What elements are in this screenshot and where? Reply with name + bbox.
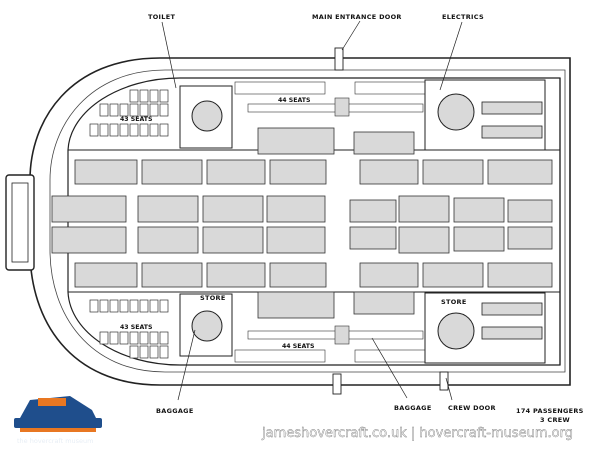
seats-44-bottom-label: 44 SEATS [282, 343, 314, 350]
seat-block-43-top [89, 89, 169, 137]
main-entrance-door-marker [334, 47, 344, 71]
seat-block-upper-row-1 [74, 159, 553, 185]
toilet-label: TOILET [148, 13, 175, 21]
watermark-text: jameshovercraft.co.uk | hovercraft-museu… [261, 426, 573, 441]
centre-panel-bottom-right [353, 291, 415, 315]
bow-door [5, 174, 35, 271]
seats-43-bottom-label: 43 SEATS [120, 324, 152, 331]
toilet-compartment [179, 85, 233, 149]
crew-capacity-label: 3 CREW [540, 416, 570, 424]
crew-door-label: CREW DOOR [448, 404, 496, 412]
centre-panel-top-left [257, 127, 335, 155]
seats-43-top-label: 43 SEATS [120, 116, 152, 123]
electrics-label: ELECTRICS [442, 13, 484, 21]
hull-inner-outline [49, 69, 566, 373]
store-compartment-left [179, 293, 233, 357]
seats-44-top-label: 44 SEATS [278, 97, 310, 104]
museum-logo: the hovercraft museum [14, 396, 102, 445]
seat-block-upper-row-2 [51, 195, 553, 223]
seat-block-lower-row-2 [74, 262, 553, 288]
passenger-capacity-label: 174 PASSENGERS [516, 407, 584, 415]
baggage-left-label: BAGGAGE [156, 407, 194, 415]
main-entrance-door-label: MAIN ENTRANCE DOOR [312, 13, 402, 21]
aft-door-marker [332, 373, 342, 395]
logo-caption: the hovercraft museum [17, 437, 94, 445]
engine-room-top [424, 79, 546, 151]
engine-room-bottom [424, 292, 546, 364]
seat-block-43-bottom [89, 299, 169, 359]
store-right-label: STORE [441, 298, 467, 306]
crew-door-marker [439, 371, 449, 391]
centre-panel-top-right [353, 131, 415, 155]
seat-block-lower-row-1 [51, 226, 553, 254]
centre-panel-bottom-left [257, 291, 335, 319]
store-left-label: STORE [200, 294, 226, 302]
seat-strip-44-top [234, 81, 426, 117]
baggage-right-label: BAGGAGE [394, 404, 432, 412]
seat-strip-44-bottom [234, 325, 426, 363]
